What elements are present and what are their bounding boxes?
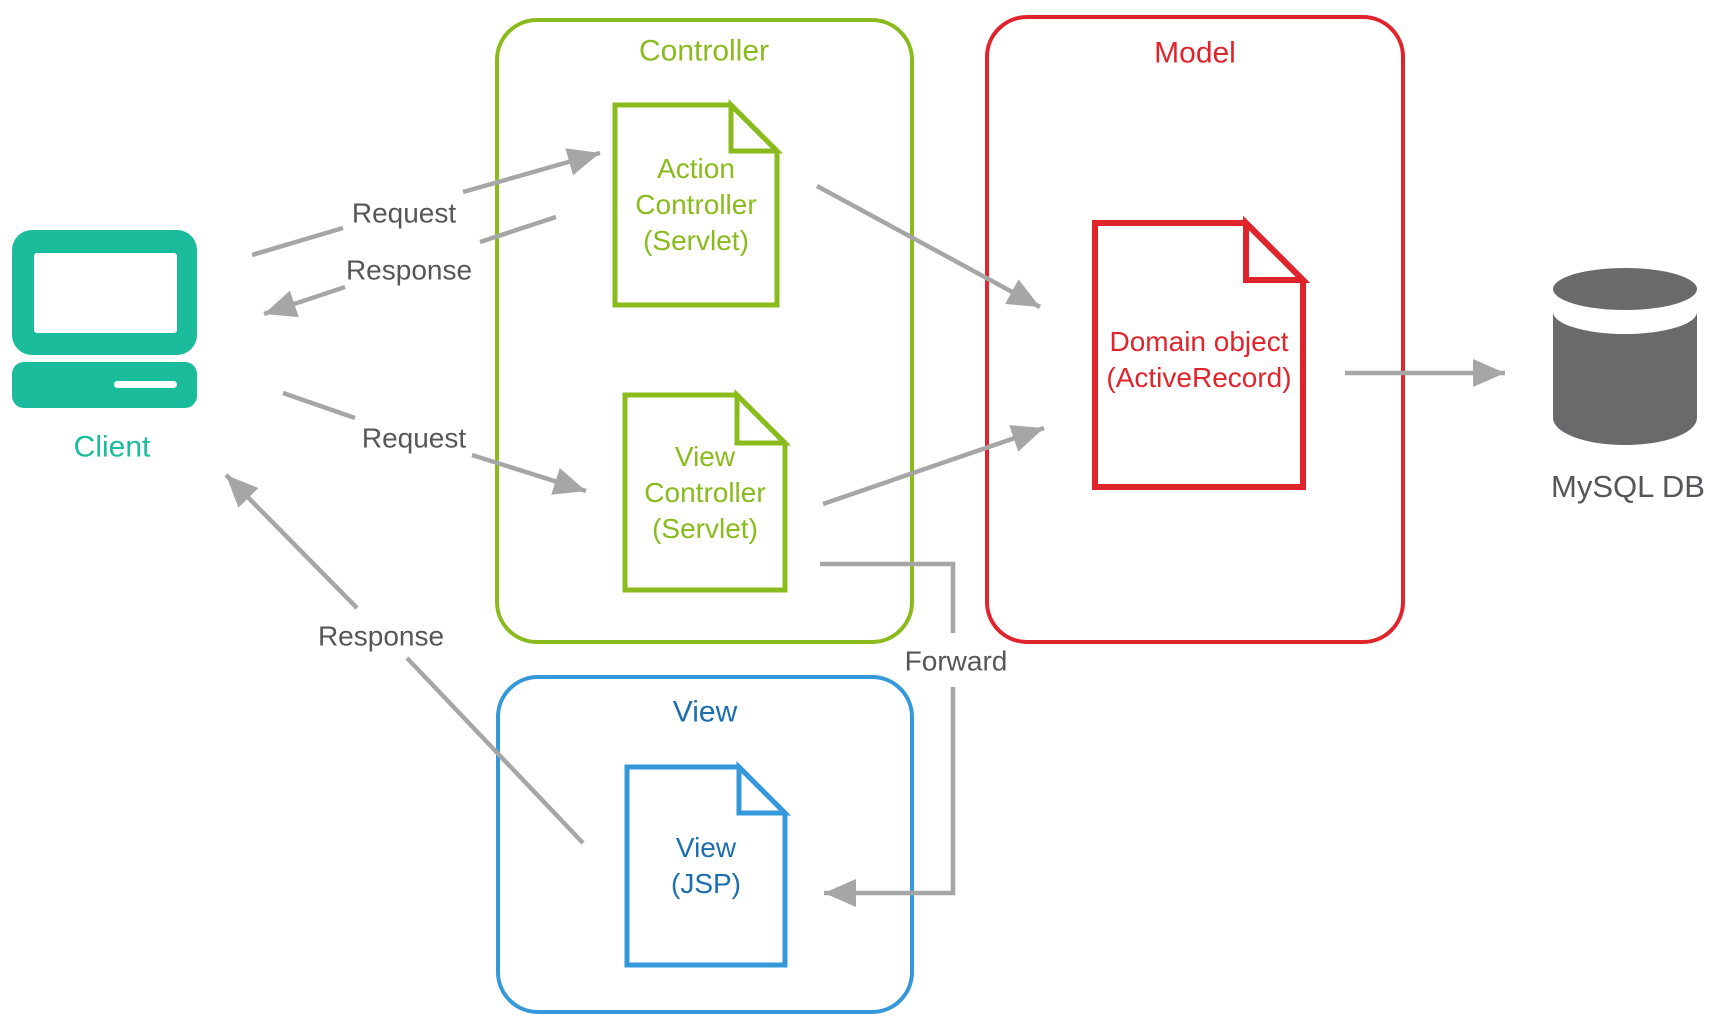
view-jsp-doc-icon <box>624 760 792 968</box>
doc-line: Domain object <box>1109 326 1289 357</box>
controller-box <box>495 18 914 644</box>
response-bottom-label: Response <box>317 620 445 652</box>
arrow-response-top <box>263 214 557 318</box>
mysql-db-label: MySQL DB <box>1551 468 1705 504</box>
arrow-request-top <box>251 148 601 258</box>
doc-line: (JSP) <box>671 868 741 899</box>
controller-box-title: Controller <box>638 34 770 68</box>
doc-line: (ActiveRecord) <box>1106 362 1292 393</box>
doc-line: (Servlet) <box>652 512 758 544</box>
domain-object-doc-icon <box>1092 215 1311 490</box>
arrow-forward <box>820 561 956 907</box>
domain-object-doc-label: Domain object (ActiveRecord) <box>1095 228 1303 492</box>
response-top-label: Response <box>345 254 473 286</box>
model-box-title: Model <box>1154 36 1236 70</box>
view-controller-doc-icon <box>622 388 792 593</box>
arrow-request-middle <box>282 390 587 495</box>
action-controller-doc-label: Action Controller (Servlet) <box>615 105 777 305</box>
arrow-action-to-domain <box>815 184 1042 309</box>
doc-line: Controller <box>644 476 766 508</box>
request-top-label: Request <box>351 197 457 229</box>
arrow-viewcontroller-to-domain <box>822 425 1045 507</box>
request-middle-label: Request <box>361 422 467 454</box>
doc-line: View <box>674 440 736 472</box>
doc-line: View <box>675 832 737 863</box>
database-cylinder-icon <box>1553 268 1697 445</box>
client-label: Client <box>73 430 151 464</box>
doc-line: Action <box>657 153 735 184</box>
view-controller-doc-label: View Controller (Servlet) <box>625 395 785 590</box>
model-box <box>985 15 1405 644</box>
arrow-response-bottom <box>224 473 585 845</box>
action-controller-doc-icon <box>612 98 784 308</box>
view-jsp-doc-label: View (JSP) <box>627 767 785 965</box>
view-box-title: View <box>672 695 738 729</box>
forward-label: Forward <box>904 645 1008 677</box>
view-box <box>496 675 914 1014</box>
computer-icon <box>12 230 197 408</box>
doc-line: Controller <box>635 189 757 220</box>
doc-line: (Servlet) <box>643 225 749 256</box>
